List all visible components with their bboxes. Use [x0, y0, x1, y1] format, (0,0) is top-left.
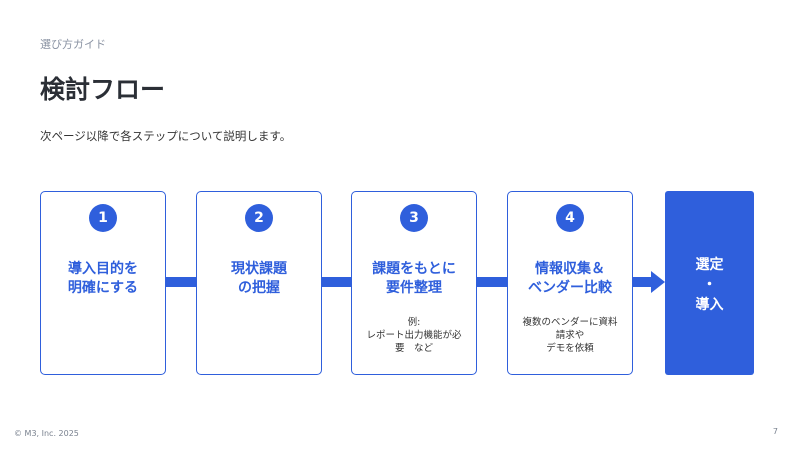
- final-step-line: ・: [702, 277, 717, 293]
- step-number-badge: 4: [556, 204, 584, 232]
- final-step-line: 選定: [695, 257, 724, 273]
- step-note: 例: レポート出力機能が必 要 など: [356, 316, 472, 355]
- flow-connector-4: [632, 277, 652, 287]
- step-title: 課題をもとに 要件整理: [352, 260, 476, 298]
- page-title: 検討フロー: [40, 75, 166, 104]
- step-note-line: 請求や: [555, 330, 585, 341]
- subtitle: 選び方ガイド: [40, 38, 106, 51]
- step-card-1: 1 導入目的を 明確にする: [40, 191, 166, 375]
- final-step-line: 導入: [695, 297, 724, 313]
- step-card-3: 3 課題をもとに 要件整理 例: レポート出力機能が必 要 など: [351, 191, 477, 375]
- step-note-line: デモを依頼: [546, 343, 594, 354]
- step-title-line: 課題をもとに: [372, 261, 456, 277]
- copyright: © M3, Inc. 2025: [14, 429, 79, 438]
- step-number-badge: 2: [245, 204, 273, 232]
- page-number: 7: [772, 427, 778, 436]
- step-card-2: 2 現状課題 の把握: [196, 191, 322, 375]
- step-note-line: 例:: [407, 317, 421, 328]
- step-title-line: の把握: [238, 280, 280, 296]
- step-title-line: 要件整理: [386, 280, 442, 296]
- step-title: 情報収集＆ ベンダー比較: [508, 260, 632, 298]
- step-title-line: 現状課題: [231, 261, 287, 277]
- step-note-line: レポート出力機能が必: [366, 330, 462, 341]
- step-title-line: 情報収集＆: [535, 261, 605, 277]
- step-card-4: 4 情報収集＆ ベンダー比較 複数のベンダーに資料 請求や デモを依頼: [507, 191, 633, 375]
- step-number-badge: 3: [400, 204, 428, 232]
- step-number-badge: 1: [89, 204, 117, 232]
- step-title-line: ベンダー比較: [528, 280, 612, 296]
- step-title-line: 導入目的を: [68, 261, 138, 277]
- step-title: 導入目的を 明確にする: [41, 260, 165, 298]
- step-note: 複数のベンダーに資料 請求や デモを依頼: [512, 316, 628, 355]
- step-note-line: 複数のベンダーに資料: [522, 317, 618, 328]
- arrow-head-icon: [651, 271, 665, 293]
- flow-connector-2: [321, 277, 352, 287]
- step-title: 現状課題 の把握: [197, 260, 321, 298]
- final-step-card: 選定 ・ 導入: [665, 191, 754, 375]
- step-title-line: 明確にする: [67, 280, 139, 296]
- flow-connector-3: [476, 277, 508, 287]
- flow-connector-1: [166, 277, 197, 287]
- description: 次ページ以降で各ステップについて説明します。: [40, 129, 292, 143]
- final-step-title: 選定 ・ 導入: [665, 255, 754, 315]
- step-note-line: 要 など: [394, 343, 433, 354]
